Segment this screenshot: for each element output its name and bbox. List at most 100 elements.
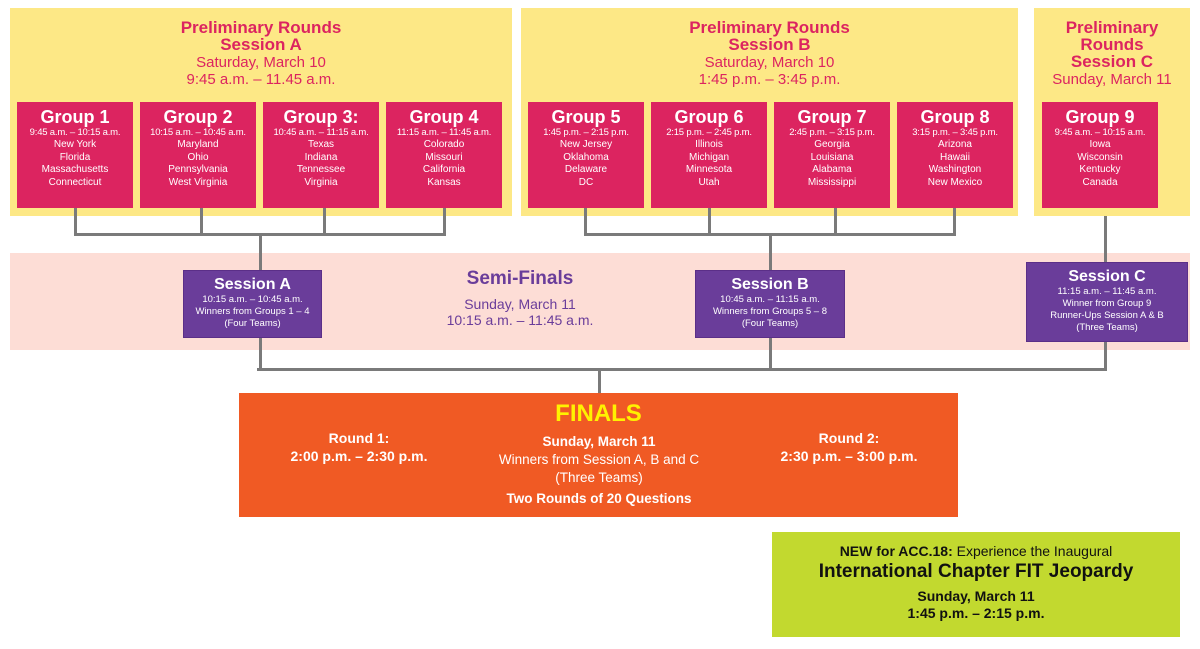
- session-detail: Winners from Groups 1 – 4: [195, 306, 310, 317]
- group-member: Louisiana: [810, 151, 854, 163]
- group-member: Pennsylvania: [168, 164, 228, 175]
- new-event-time: 1:45 p.m. – 2:15 p.m.: [907, 605, 1045, 621]
- session-title: Session A: [214, 276, 291, 293]
- group-member: Wisconsin: [1077, 151, 1123, 163]
- session-detail: Runner-Ups Session A & B: [1050, 310, 1164, 321]
- new-event-title: International Chapter FIT Jeopardy: [818, 561, 1134, 582]
- prelim-time: 1:45 p.m. – 3:45 p.m.: [698, 71, 841, 88]
- group-member: New York: [53, 139, 97, 150]
- group-title: Group 5: [551, 107, 621, 127]
- group-title: Group 8: [920, 107, 990, 127]
- group-member: New Jersey: [559, 139, 613, 150]
- new-event-intro-text: Experience the Inaugural: [952, 543, 1113, 559]
- finals-title: FINALS: [555, 400, 642, 427]
- group-member: Florida: [59, 151, 91, 163]
- group-member: Utah: [698, 176, 720, 188]
- group-member: Massachusetts: [41, 164, 109, 175]
- group-member: Minnesota: [685, 164, 733, 175]
- new-event-intro: NEW for ACC.18: Experience the Inaugural: [772, 542, 1180, 560]
- group-time: 10:45 a.m. – 11:15 a.m.: [273, 127, 369, 138]
- connector: [769, 338, 772, 371]
- group-member: Iowa: [1089, 139, 1111, 150]
- prelim-title-rounds: Rounds: [1080, 35, 1144, 54]
- prelim-title: Preliminary: [1065, 18, 1159, 37]
- group-member: Oklahoma: [563, 151, 609, 163]
- connector: [708, 208, 711, 236]
- prelim-time: 9:45 a.m. – 11.45 a.m.: [186, 71, 336, 88]
- finals-round-2: Round 2: 2:30 p.m. – 3:00 p.m.: [749, 429, 949, 465]
- group-title: Group 9: [1065, 107, 1135, 127]
- group-member: Canada: [1082, 176, 1118, 188]
- group-time: 10:15 a.m. – 10:45 a.m.: [150, 127, 246, 138]
- group-title: Group 1: [40, 107, 110, 127]
- group-member: Arizona: [938, 139, 972, 150]
- group-title: Group 7: [797, 107, 867, 127]
- finals-winners: Winners from Session A, B and C: [498, 452, 700, 467]
- session-teams: (Three Teams): [1076, 322, 1138, 333]
- group-member: Hawaii: [939, 151, 970, 163]
- connector: [443, 208, 446, 236]
- group-member: New Mexico: [927, 176, 983, 188]
- new-event-panel: NEW for ACC.18: Experience the Inaugural…: [772, 532, 1180, 637]
- group-member: West Virginia: [168, 176, 228, 188]
- semi-finals-info: Semi-Finals Sunday, March 11 10:15 a.m. …: [400, 268, 640, 328]
- group-member: Alabama: [812, 164, 852, 175]
- new-event-date: Sunday, March 11: [917, 588, 1035, 604]
- group-time: 11:15 a.m. – 11:45 a.m.: [396, 127, 492, 138]
- session-teams: (Four Teams): [741, 318, 799, 329]
- session-time: 11:15 a.m. – 11:45 a.m.: [1057, 286, 1157, 297]
- round-label: Round 2:: [818, 430, 880, 446]
- new-event-label: NEW for ACC.18:: [839, 543, 953, 559]
- prelim-session: Session A: [220, 35, 302, 54]
- group-member: Michigan: [688, 151, 730, 163]
- semi-session-c: Session C 11:15 a.m. – 11:45 a.m. Winner…: [1026, 262, 1188, 342]
- connector: [259, 252, 262, 271]
- session-time: 10:15 a.m. – 10:45 a.m.: [202, 294, 303, 305]
- prelim-date: Saturday, March 10: [196, 54, 326, 71]
- connector: [259, 338, 262, 371]
- group-time: 1:45 p.m. – 2:15 p.m.: [543, 127, 629, 138]
- connector: [953, 208, 956, 236]
- semi-finals-time: 10:15 a.m. – 11:45 a.m.: [446, 312, 594, 328]
- group-time: 9:45 a.m. – 10:15 a.m.: [1054, 127, 1146, 138]
- group-member: California: [422, 164, 466, 175]
- finals-details: Sunday, March 11 Winners from Session A,…: [459, 433, 739, 508]
- semi-session-a: Session A 10:15 a.m. – 10:45 a.m. Winner…: [183, 270, 322, 338]
- group-member: Missouri: [425, 151, 463, 163]
- prelim-date: Saturday, March 10: [704, 54, 835, 71]
- group-member: Connecticut: [48, 176, 102, 188]
- group-member: Texas: [307, 139, 335, 150]
- group-member: DC: [578, 176, 594, 188]
- session-time: 10:45 a.m. – 11:15 a.m.: [720, 294, 820, 305]
- connector: [769, 252, 772, 271]
- group-member: Georgia: [814, 139, 850, 150]
- group-member: Illinois: [695, 139, 723, 150]
- session-title: Session B: [731, 276, 809, 293]
- semi-finals-title: Semi-Finals: [466, 268, 574, 289]
- group-member: Colorado: [423, 139, 465, 150]
- round-time: 2:30 p.m. – 3:00 p.m.: [780, 448, 918, 464]
- group-time: 9:45 a.m. – 10:15 a.m.: [29, 127, 121, 138]
- session-detail: Winner from Group 9: [1062, 298, 1152, 309]
- connector: [323, 208, 326, 236]
- group-member: Kansas: [427, 176, 461, 188]
- connector: [584, 208, 587, 236]
- connector: [200, 208, 203, 236]
- connector: [1104, 252, 1107, 263]
- group-time: 2:15 p.m. – 2:45 p.m.: [666, 127, 752, 138]
- prelim-date: Sunday, March 11: [1052, 71, 1172, 88]
- group-member: Kentucky: [1079, 164, 1121, 175]
- group-member: Virginia: [304, 176, 338, 188]
- group-title: Group 6: [674, 107, 744, 127]
- connector: [1104, 216, 1107, 263]
- finals-format: Two Rounds of 20 Questions: [506, 491, 692, 506]
